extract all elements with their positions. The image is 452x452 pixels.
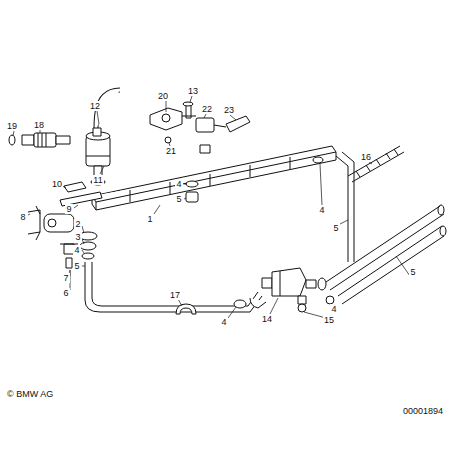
fuel-distributor-block <box>28 182 102 268</box>
fuel-lines <box>326 152 446 304</box>
fuel-hose <box>85 262 262 312</box>
copyright-text: © BMW AG <box>6 389 54 399</box>
callout-number: 1 <box>146 214 153 224</box>
callout-number: 19 <box>6 121 18 131</box>
callout-number: 4 <box>318 205 325 215</box>
callout-number: 10 <box>51 179 63 189</box>
callout-number: 5 <box>409 267 416 277</box>
callout-number: 4 <box>73 245 80 255</box>
fuel-rail <box>92 146 336 210</box>
callout-number: 12 <box>89 101 101 111</box>
injector <box>9 133 70 147</box>
callout-number: 13 <box>187 86 199 96</box>
callout-number: 4 <box>330 304 337 314</box>
callout-number: 4 <box>175 179 182 189</box>
leader-lines <box>13 96 410 318</box>
callout-number: 14 <box>261 314 273 324</box>
pressure-regulator <box>86 90 120 185</box>
callout-number: 5 <box>332 223 339 233</box>
callout-number: 15 <box>323 315 335 325</box>
callout-number: 16 <box>360 152 372 162</box>
hose-clamps <box>79 157 323 259</box>
callout-number: 20 <box>157 91 169 101</box>
callout-number: 3 <box>74 232 81 242</box>
callout-number: 5 <box>73 261 80 271</box>
damper-regulator <box>234 268 334 312</box>
callout-number: 8 <box>19 212 26 222</box>
callout-number: 18 <box>33 120 45 130</box>
drawing-number: 00001894 <box>402 406 444 416</box>
callout-number: 4 <box>220 317 227 327</box>
callout-number: 6 <box>62 288 69 298</box>
hose-clip <box>176 304 196 314</box>
callout-number: 7 <box>62 273 69 283</box>
callout-number: 9 <box>65 204 72 214</box>
callout-number: 23 <box>223 105 235 115</box>
callout-number: 22 <box>201 104 213 114</box>
callout-number: 11 <box>92 175 103 185</box>
ribbed-hose <box>348 146 404 182</box>
callout-number: 17 <box>169 290 181 300</box>
callout-number: 5 <box>175 194 182 204</box>
callout-number: 2 <box>74 219 81 229</box>
callout-number: 21 <box>165 146 177 156</box>
